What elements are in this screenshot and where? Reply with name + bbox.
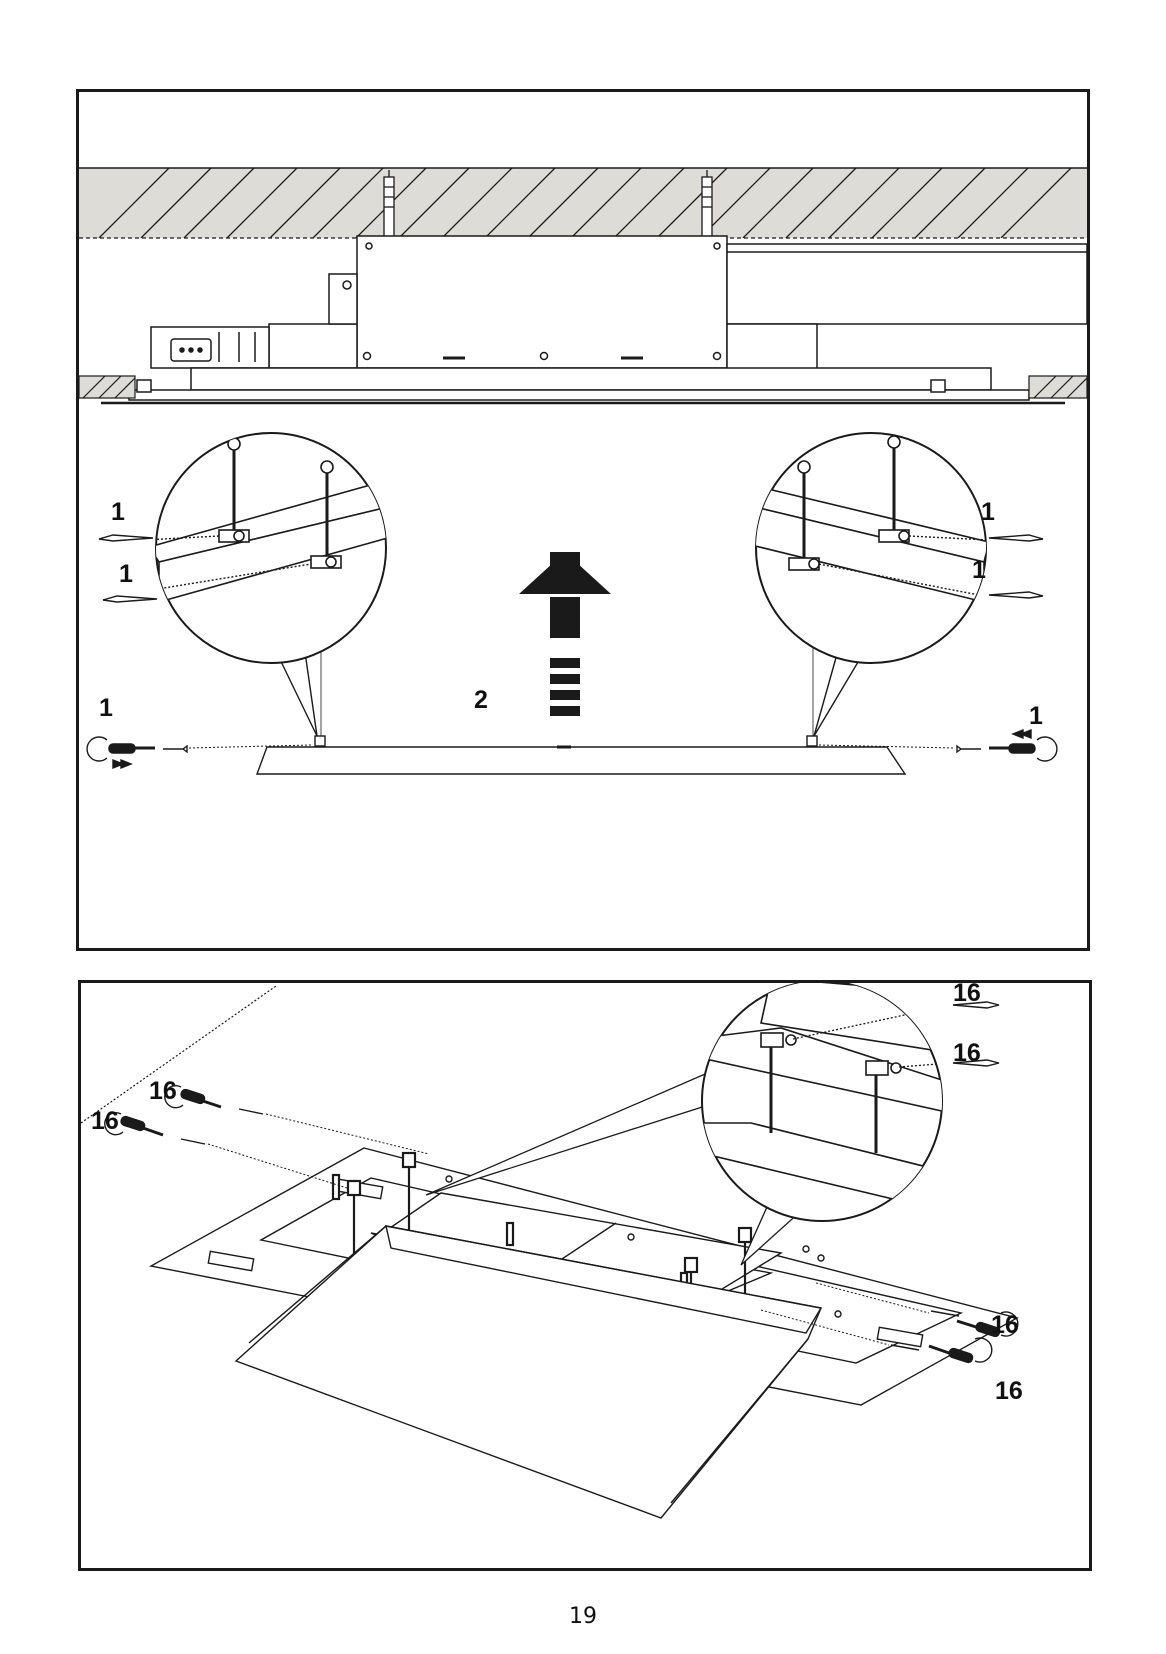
detail-callout-bottom xyxy=(425,983,943,1266)
detail-callout-right xyxy=(755,432,987,737)
ceiling-mount-illustration xyxy=(79,167,1087,775)
screwdriver-icons xyxy=(86,728,1058,770)
ceiling-slab xyxy=(79,167,1087,239)
step-label-left-bottom: 1 xyxy=(99,694,113,722)
lowered-panel xyxy=(255,637,907,775)
illustration-panel-ceiling-mount: 1 1 1 1 1 1 2 xyxy=(76,89,1090,951)
step-label-lift: 2 xyxy=(474,686,488,714)
ceiling-edge-guide xyxy=(81,985,277,1124)
ceiling-board-sections xyxy=(79,375,1087,399)
screwdriver-icons xyxy=(104,1084,1019,1364)
page-number: 19 xyxy=(569,1604,597,1629)
lift-arrow xyxy=(519,552,611,716)
panel-frame xyxy=(101,367,1065,405)
panel-fixing-illustration xyxy=(81,983,1019,1519)
step-label-bottom-right-lower: 16 xyxy=(995,1377,1023,1405)
dotted-guides xyxy=(188,744,956,749)
step-label-top-right: 16 xyxy=(953,980,981,1007)
screw-icons xyxy=(98,534,1044,754)
dotted-guides xyxy=(207,1113,930,1346)
device-housing xyxy=(150,235,1087,371)
step-label-left-upper: 1 xyxy=(111,498,125,526)
step-label-left-lower: 16 xyxy=(91,1107,119,1135)
screw-icons xyxy=(180,1001,1000,1351)
illustration-panel-panel-fixing: 16 16 16 16 16 16 xyxy=(78,980,1092,1571)
step-label-left-upper: 16 xyxy=(149,1077,177,1105)
step-label-mid-right: 16 xyxy=(953,1039,981,1067)
step-label-left-lower: 1 xyxy=(119,560,133,588)
step-label-right-lower: 1 xyxy=(972,556,986,584)
ceiling-anchors xyxy=(383,170,713,240)
detail-callout-left xyxy=(155,432,387,737)
step-label-right-upper: 1 xyxy=(981,498,995,526)
lowered-panel xyxy=(234,1225,823,1519)
step-label-bottom-right-upper: 16 xyxy=(991,1311,1019,1339)
step-label-right-bottom: 1 xyxy=(1029,702,1043,730)
